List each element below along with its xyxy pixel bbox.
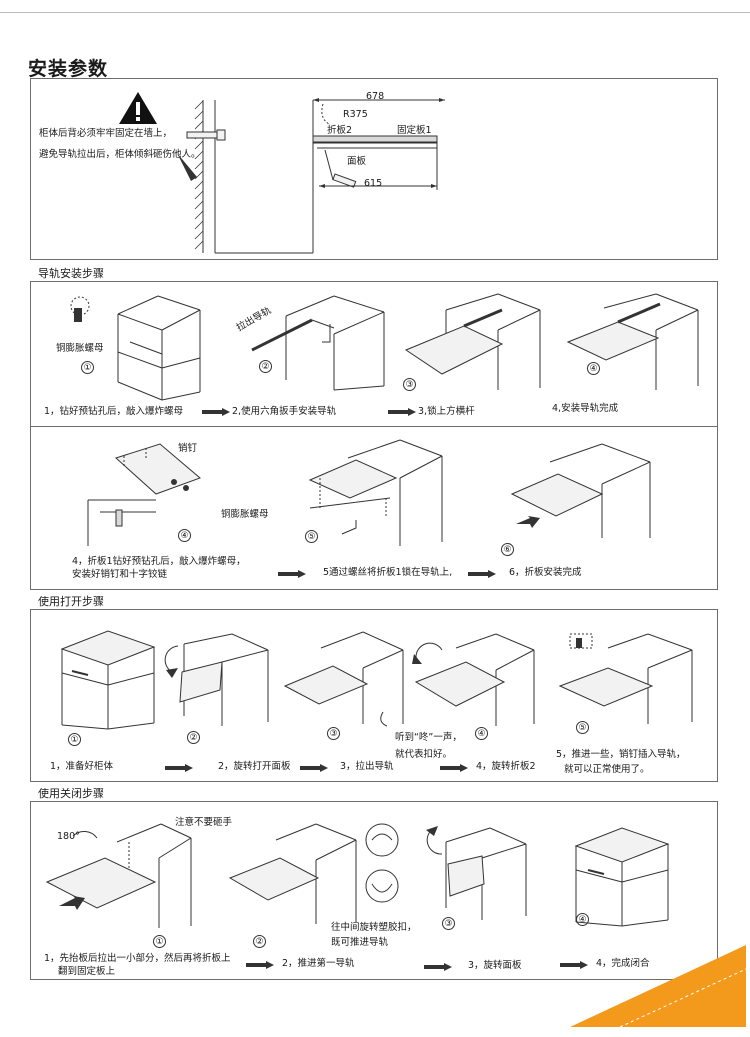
params-panel bbox=[30, 78, 718, 260]
step-num: ③ bbox=[442, 917, 455, 930]
dimension-diagram bbox=[312, 98, 445, 190]
section-title-close: 使用关闭步骤 bbox=[38, 787, 104, 800]
close-step2-drawing bbox=[228, 823, 357, 924]
top-divider bbox=[0, 12, 750, 13]
close-note-hand: 注意不要砸手 bbox=[175, 817, 233, 828]
rail-step2-drawing bbox=[251, 295, 385, 391]
close-step4-drawing bbox=[574, 827, 670, 927]
warning-line-2: 避免导轨拉出后，柜体倾斜砸伤他人。 bbox=[39, 149, 201, 160]
warning-icon bbox=[119, 92, 157, 124]
open-step3-drawing bbox=[283, 631, 404, 727]
close-step3-drawing bbox=[426, 826, 527, 920]
label-pin: 销钉 bbox=[178, 443, 198, 454]
rail-step4b-drawing bbox=[87, 443, 201, 546]
dim-radius: R375 bbox=[343, 109, 368, 120]
rail-step4b-caption-1: 4，折板1钻好预钻孔后，敲入爆炸螺母， bbox=[72, 556, 246, 567]
step-num: ① bbox=[81, 361, 94, 374]
rail-step6-drawing bbox=[510, 443, 651, 538]
section-title-open: 使用打开步骤 bbox=[38, 595, 104, 608]
arrow-right-icon bbox=[468, 570, 496, 578]
close-detail-drawing bbox=[365, 823, 399, 903]
open-step1-drawing bbox=[60, 630, 156, 730]
arrow-right-icon bbox=[246, 961, 274, 969]
close-step1-caption-1: 1，先抬板后拉出一小部分，然后再将折板上 bbox=[44, 953, 231, 964]
close-step1-caption-2: 翻到固定板上 bbox=[58, 966, 116, 977]
step-num: ④ bbox=[475, 727, 488, 740]
close-step4-caption: 4，完成闭合 bbox=[596, 958, 650, 969]
close-step3-caption: 3，旋转面板 bbox=[468, 960, 522, 971]
rail-step5-drawing bbox=[308, 439, 443, 546]
rail-step2-caption: 2,使用六角扳手安装导轨 bbox=[232, 406, 337, 417]
page-title: 安装参数 bbox=[28, 58, 109, 80]
step-num: ④ bbox=[576, 913, 589, 926]
step-num: ② bbox=[253, 935, 266, 948]
rail-step4b-caption-2: 安装好销钉和十字铰链 bbox=[72, 569, 168, 580]
open-step3-caption: 3，拉出导轨 bbox=[340, 761, 394, 772]
rail-install-divider bbox=[30, 426, 718, 427]
close-step2-caption: 2，推进第一导轨 bbox=[282, 958, 355, 969]
open-note3-1: 听到“咚”一声， bbox=[395, 732, 462, 743]
rail-step1-caption: 1，钻好预钻孔后，敲入爆炸螺母 bbox=[44, 406, 184, 417]
open-step5-drawing bbox=[558, 633, 693, 724]
step-num: ⑤ bbox=[305, 530, 318, 543]
open-step1-caption: 1，准备好柜体 bbox=[50, 761, 114, 772]
rail-step3-drawing bbox=[404, 293, 541, 390]
label-fixed1: 固定板1 bbox=[397, 125, 432, 136]
step-num: ② bbox=[259, 360, 272, 373]
close-step1-drawing bbox=[45, 823, 192, 928]
step-num: ⑤ bbox=[576, 721, 589, 734]
open-step2-caption: 2，旋转打开面板 bbox=[218, 761, 291, 772]
warning-line-1: 柜体后背必须牢牢固定在墙上， bbox=[39, 128, 173, 139]
arrow-right-icon bbox=[278, 570, 306, 578]
arrow-right-icon bbox=[300, 764, 328, 772]
open-steps-panel bbox=[30, 609, 718, 782]
rail-step5-caption: 5通过螺丝将折板1锁在导轨上, bbox=[323, 567, 453, 578]
step-num: ① bbox=[68, 733, 81, 746]
open-step5-caption-1: 5，推进一些，销钉插入导轨， bbox=[556, 749, 686, 760]
arrow-right-icon bbox=[424, 963, 452, 971]
label-fold2: 折板2 bbox=[327, 125, 353, 136]
open-note3-2: 就代表扣好。 bbox=[395, 749, 453, 760]
label-nut-2: 铜膨胀螺母 bbox=[221, 509, 269, 520]
section-title-rail-install: 导轨安装步骤 bbox=[38, 267, 104, 280]
corner-decoration bbox=[570, 945, 747, 1028]
close-note2-2: 既可推进导轨 bbox=[331, 937, 389, 948]
rail-step4-caption: 4,安装导轨完成 bbox=[552, 403, 619, 414]
wall-illustration bbox=[177, 100, 314, 254]
open-step4-caption: 4，旋转折板2 bbox=[476, 761, 536, 772]
step-num: ② bbox=[187, 731, 200, 744]
rail-install-panel bbox=[30, 281, 718, 590]
label-panel: 面板 bbox=[347, 156, 367, 167]
open-step4-drawing bbox=[412, 633, 535, 726]
open-step5-caption-2: 就可以正常使用了。 bbox=[564, 764, 650, 775]
arrow-right-icon bbox=[165, 764, 193, 772]
rail-step6-caption: 6，折板安装完成 bbox=[509, 567, 582, 578]
open-step2-drawing bbox=[164, 633, 269, 726]
rail-step4-drawing bbox=[566, 293, 699, 390]
step-num: ⑥ bbox=[501, 543, 514, 556]
close-steps-panel bbox=[30, 801, 718, 980]
step-num: ③ bbox=[403, 378, 416, 391]
step-num: ④ bbox=[178, 529, 191, 542]
dim-top: 678 bbox=[366, 91, 385, 102]
rail-step3-caption: 3,锁上方横杆 bbox=[418, 406, 475, 417]
rail-step1-drawing bbox=[70, 295, 201, 401]
step-num: ③ bbox=[327, 727, 340, 740]
label-nut-1: 铜膨胀螺母 bbox=[56, 343, 104, 354]
step-num: ① bbox=[153, 935, 166, 948]
arrow-right-icon bbox=[440, 764, 468, 772]
arrow-right-icon bbox=[202, 408, 230, 416]
arrow-right-icon bbox=[388, 408, 416, 416]
dim-bottom: 615 bbox=[364, 178, 383, 189]
close-note2-1: 往中间旋转塑胶扣， bbox=[331, 922, 417, 933]
close-angle: 180° bbox=[57, 831, 80, 842]
arrow-right-icon bbox=[560, 961, 588, 969]
step-num: ④ bbox=[587, 362, 600, 375]
